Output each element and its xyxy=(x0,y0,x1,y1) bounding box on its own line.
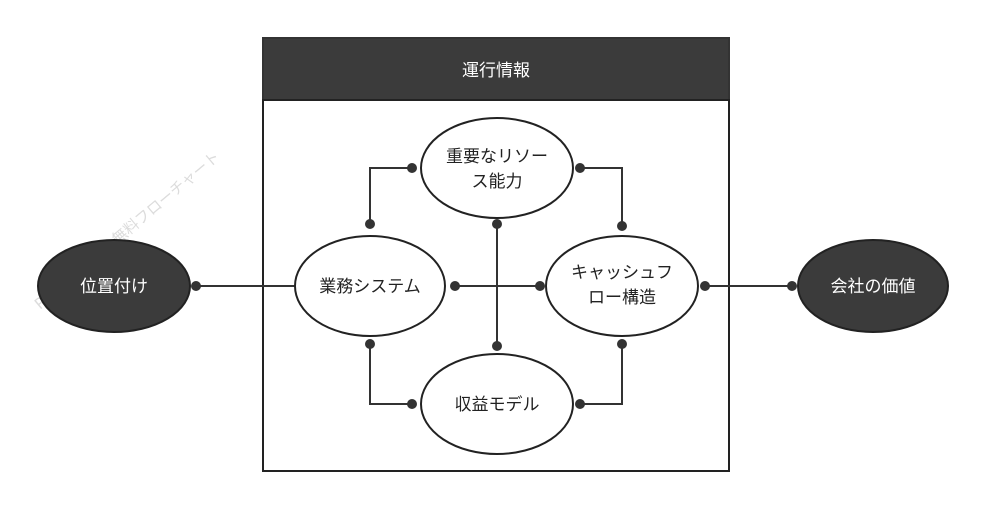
connector-dot xyxy=(407,399,417,409)
connector-dot xyxy=(492,341,502,351)
connector-dot xyxy=(191,281,201,291)
node-key-resources[interactable]: 重要なリソー ス能力 xyxy=(420,117,574,219)
node-key-resources-label-2: ス能力 xyxy=(472,172,523,192)
connector-dot xyxy=(575,163,585,173)
node-revenue-model-label: 収益モデル xyxy=(455,394,540,415)
connector-dot xyxy=(365,339,375,349)
connector-dot xyxy=(700,281,710,291)
connector-business-resources xyxy=(369,167,412,224)
node-revenue-model[interactable]: 収益モデル xyxy=(420,353,574,455)
node-company-value-label: 会社の価値 xyxy=(831,277,916,297)
node-company-value[interactable]: 会社の価値 xyxy=(797,239,949,333)
connector-cashflow-revenue xyxy=(580,344,623,405)
node-cashflow[interactable]: キャッシュフ ロー構造 xyxy=(545,235,699,337)
connector-dot xyxy=(407,163,417,173)
connector-dot xyxy=(617,221,627,231)
node-positioning[interactable]: 位置付け xyxy=(37,239,191,333)
connector-dot xyxy=(535,281,545,291)
node-positioning-label: 位置付け xyxy=(80,277,148,297)
connector-dot xyxy=(492,219,502,229)
frame-header xyxy=(262,37,730,101)
connector-dot xyxy=(617,339,627,349)
node-cashflow-label-2: ロー構造 xyxy=(588,288,656,308)
node-business-system[interactable]: 業務システム xyxy=(294,235,446,337)
connector-dots xyxy=(191,163,797,409)
connector-dot xyxy=(575,399,585,409)
node-business-system-label: 業務システム xyxy=(319,277,421,297)
connector-dot xyxy=(365,219,375,229)
connectors xyxy=(196,167,792,405)
connector-resources-cashflow xyxy=(580,167,623,226)
frame-title: 運行情報 xyxy=(462,61,530,81)
node-key-resources-label-1: 重要なリソー xyxy=(446,147,548,167)
connector-dot xyxy=(787,281,797,291)
connector-business-revenue xyxy=(369,344,412,405)
connector-dot xyxy=(450,281,460,291)
node-cashflow-label-1: キャッシュフ xyxy=(571,263,673,283)
